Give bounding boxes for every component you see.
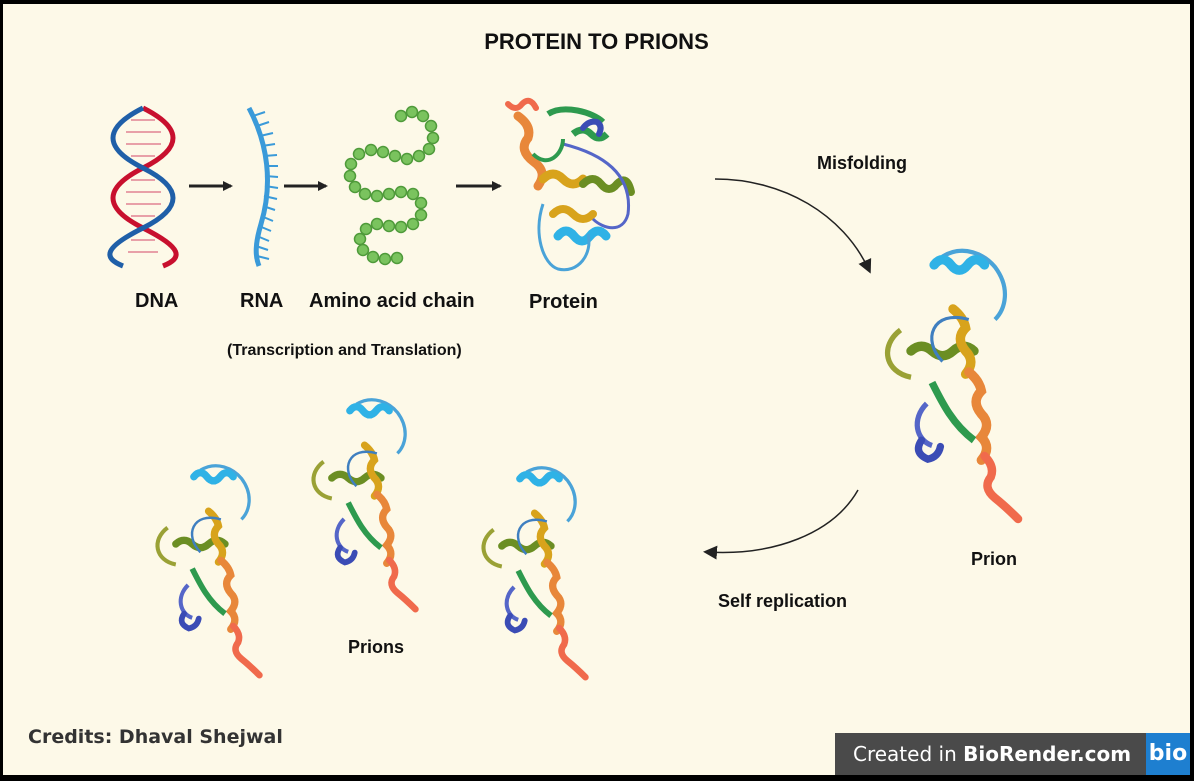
transcription-translation-label: (Transcription and Translation) [227, 342, 462, 359]
badge-prefix: Created in [853, 742, 964, 766]
diagram-title: PROTEIN TO PRIONS [484, 29, 709, 54]
biorender-badge[interactable]: Created in BioRender.com bio [835, 733, 1190, 775]
diagram-canvas: PROTEIN TO PRIONS DNA RNA Amino acid cha… [3, 4, 1190, 775]
protein-label: Protein [529, 291, 598, 313]
self-replication-label: Self replication [718, 591, 848, 611]
prion-small-icon [313, 400, 415, 609]
badge-brand: BioRender.com [963, 742, 1132, 766]
credits-text: Credits: Dhaval Shejwal [28, 726, 283, 748]
misfolding-label: Misfolding [817, 153, 907, 173]
prion-label: Prion [971, 549, 1018, 569]
badge-text: Created in BioRender.com [853, 742, 1131, 766]
prion-small-icon [157, 466, 259, 675]
rna-icon [246, 106, 279, 267]
amino-acid-chain-icon [343, 105, 440, 266]
biorender-logo-icon: bio [1146, 733, 1190, 775]
prions-label: Prions [348, 637, 405, 657]
dna-label: DNA [135, 290, 179, 312]
protein-icon [505, 97, 635, 272]
diagram-graphics [107, 97, 1190, 775]
dna-icon [107, 105, 179, 269]
prion-large-icon [888, 251, 1019, 519]
arrow-misfolding [714, 178, 872, 274]
arrow-self-replication [703, 489, 859, 560]
amino-acid-chain-label: Amino acid chain [309, 290, 475, 312]
prion-small-icon [483, 468, 585, 677]
rna-label: RNA [240, 290, 284, 312]
